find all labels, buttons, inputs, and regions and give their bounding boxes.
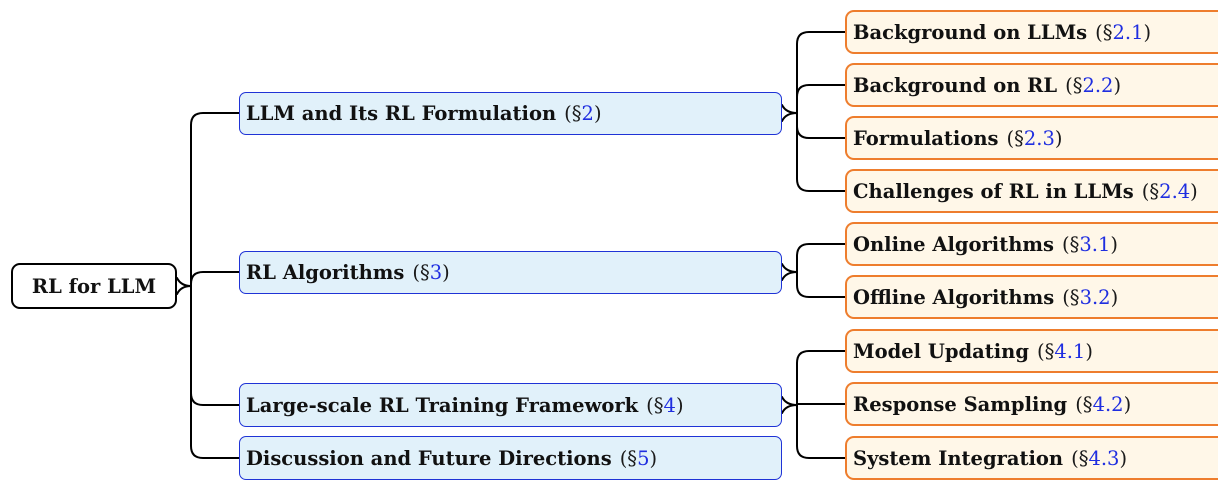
subsection-label: Formulations [853,126,999,150]
subsection-reference[interactable]: (§2.2) [1065,73,1122,97]
section-reference[interactable]: (§3) [412,261,450,284]
root-label: RL for LLM [31,274,157,298]
section-reference[interactable]: (§2) [564,102,602,125]
connector-section-4 [781,350,846,459]
subsection-node-2-3[interactable]: Formulations (§2.3) [845,116,1218,160]
section-node-3[interactable]: RL Algorithms (§3) [239,251,782,294]
subsection-label: Background on RL [853,73,1058,97]
subsection-node-2-2[interactable]: Background on RL (§2.2) [845,63,1218,107]
section-node-2[interactable]: LLM and Its RL Formulation (§2) [239,92,782,135]
section-reference[interactable]: (§5) [619,446,658,470]
section-label: Discussion and Future Directions [246,446,612,470]
connector-section-3 [781,243,846,298]
subsection-label: Model Updating [853,339,1029,363]
subsection-reference[interactable]: (§2.1) [1095,20,1152,44]
subsection-label: Challenges of RL in LLMs [853,179,1134,203]
subsection-reference[interactable]: (§3.1) [1062,232,1118,256]
connector-section-2 [781,31,846,192]
subsection-reference[interactable]: (§4.2) [1075,392,1132,416]
section-label: Large-scale RL Training Framework [246,393,639,417]
subsection-label: Online Algorithms [853,232,1055,256]
subsection-label: Background on LLMs [853,20,1088,44]
section-label: LLM and Its RL Formulation [246,102,557,125]
connector-root-to-sections [176,112,240,459]
subsection-reference[interactable]: (§3.2) [1062,285,1119,309]
subsection-node-4-1[interactable]: Model Updating (§4.1) [845,329,1218,373]
subsection-reference[interactable]: (§4.1) [1036,339,1093,363]
section-node-5[interactable]: Discussion and Future Directions (§5) [239,436,782,480]
subsection-node-2-1[interactable]: Background on LLMs (§2.1) [845,10,1218,54]
subsection-node-2-4[interactable]: Challenges of RL in LLMs (§2.4) [845,169,1218,213]
subsection-node-3-2[interactable]: Offline Algorithms (§3.2) [845,275,1218,319]
subsection-node-3-1[interactable]: Online Algorithms (§3.1) [845,222,1218,266]
section-label: RL Algorithms [246,261,405,284]
section-reference[interactable]: (§4) [646,393,684,417]
subsection-label: Response Sampling [853,392,1068,416]
subsection-node-4-2[interactable]: Response Sampling (§4.2) [845,382,1218,426]
subsection-label: Offline Algorithms [853,285,1055,309]
subsection-node-4-3[interactable]: System Integration (§4.3) [845,436,1218,480]
subsection-reference[interactable]: (§2.3) [1006,126,1063,150]
section-node-4[interactable]: Large-scale RL Training Framework (§4) [239,383,782,427]
subsection-label: System Integration [853,446,1064,470]
root-node: RL for LLM [11,263,177,309]
subsection-reference[interactable]: (§4.3) [1071,446,1128,470]
subsection-reference[interactable]: (§2.4) [1141,179,1198,203]
